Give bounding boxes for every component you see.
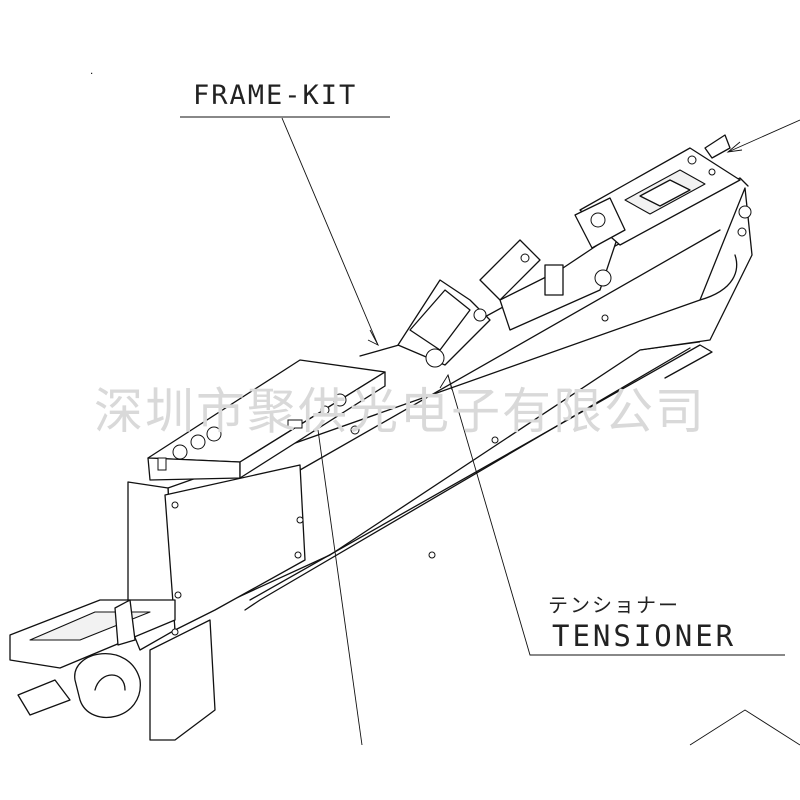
lower-bracket bbox=[149, 619, 216, 741]
tensioner-leader bbox=[447, 374, 785, 656]
corner-mark: ˙ bbox=[88, 71, 95, 85]
frame-kit-leader-2 bbox=[317, 429, 363, 746]
tensioner-en-label: TENSIONER bbox=[552, 619, 736, 653]
feeder-drawing-icon bbox=[9, 134, 753, 741]
frame-kit-label: FRAME-KIT bbox=[193, 80, 357, 111]
frame-kit-leader bbox=[281, 117, 379, 346]
watermark-text: 深圳市聚供光电子有限公司 bbox=[94, 383, 706, 440]
top-right-leader bbox=[727, 119, 800, 153]
corner-leader bbox=[689, 709, 800, 746]
front-box bbox=[164, 464, 306, 631]
tensioner-jp-label: テンショナー bbox=[548, 593, 680, 617]
